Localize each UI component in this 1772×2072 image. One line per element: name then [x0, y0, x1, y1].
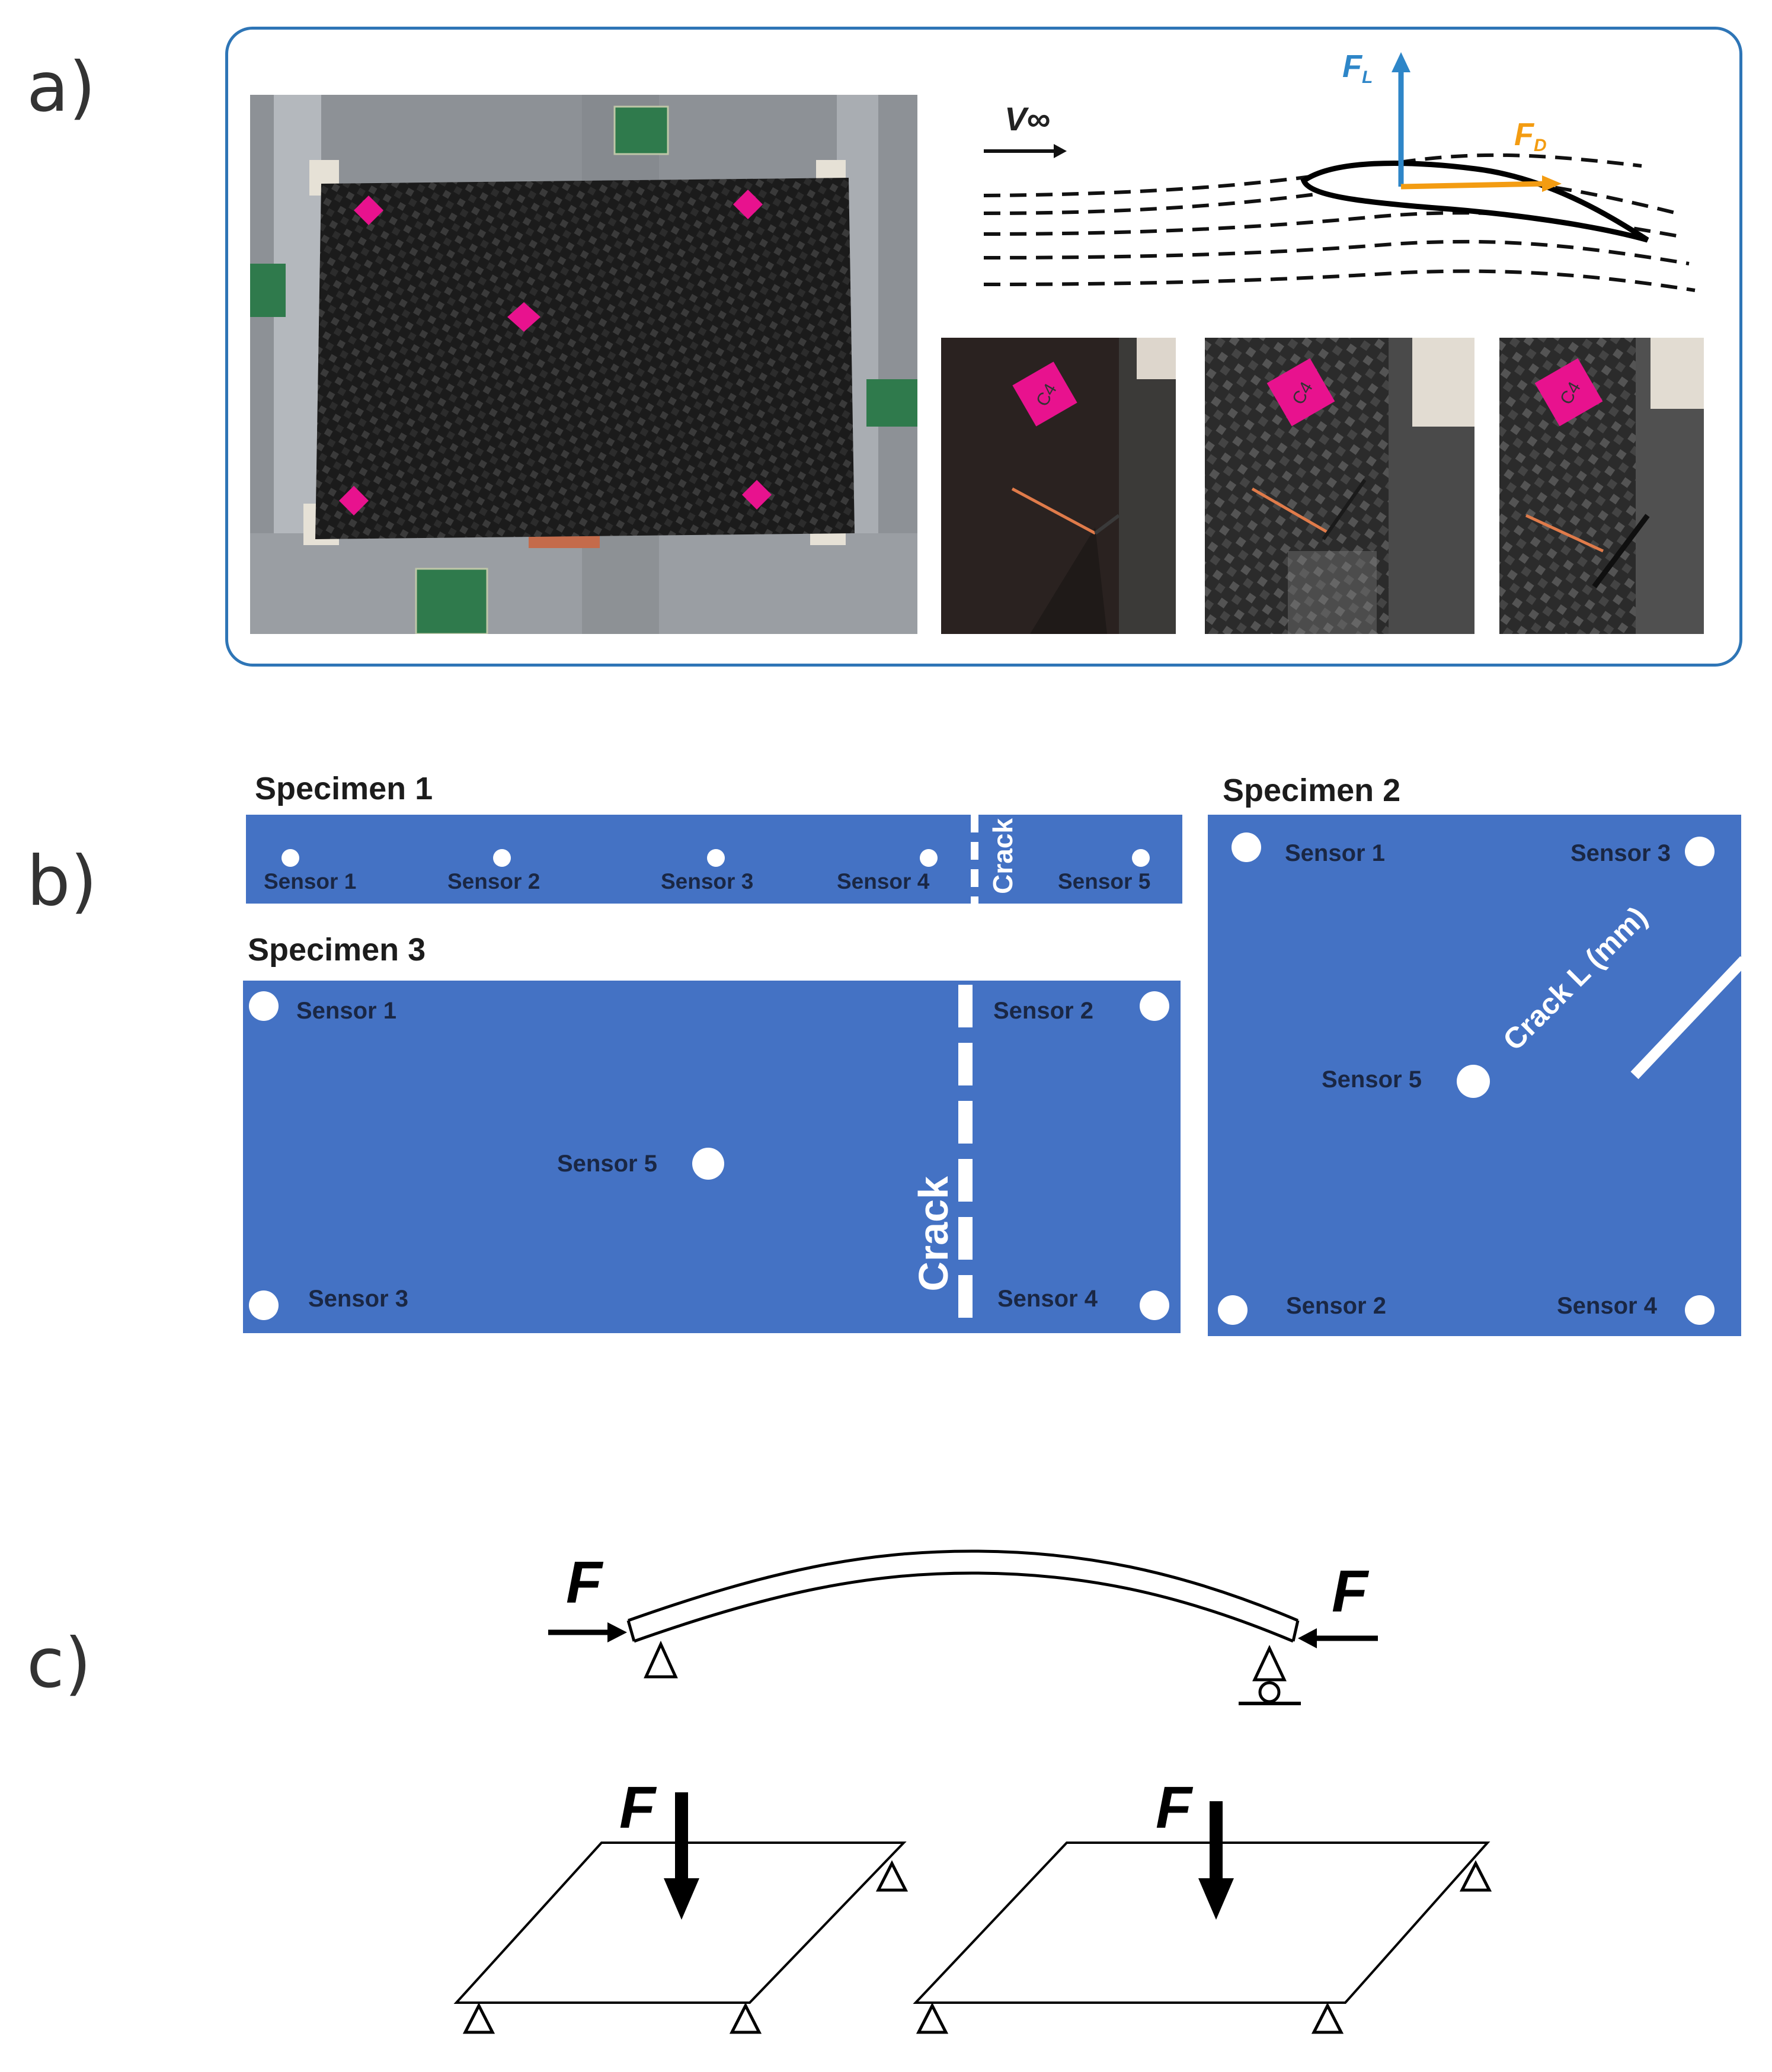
- specimen-3-title: Specimen 3: [248, 932, 426, 968]
- specimen-1-sensor-2-dot: [493, 849, 511, 867]
- panel-label-a: a): [27, 47, 96, 127]
- plate-left: [453, 1842, 907, 2004]
- v-infinity-label: V∞: [1005, 100, 1050, 137]
- airfoil-diagram: V∞ FL FD: [983, 49, 1696, 292]
- buckling-beam: [626, 1549, 1300, 1643]
- support-left-plate-bl: [462, 2002, 495, 2034]
- streamline: [983, 211, 1684, 239]
- specimen-2-sensor-4-label: Sensor 4: [1557, 1293, 1657, 1319]
- specimen-2-sensor-2-label: Sensor 2: [1286, 1293, 1386, 1319]
- force-label-right: F: [1332, 1558, 1370, 1625]
- specimen-2-title: Specimen 2: [1223, 773, 1401, 808]
- specimen-1-sensor-5-dot: [1132, 849, 1150, 867]
- support-left-plate-tr: [875, 1860, 909, 1892]
- pin-support-left: [644, 1640, 678, 1679]
- panel-label-c: c): [27, 1623, 92, 1703]
- specimen-2-sensor-3-dot: [1685, 837, 1715, 866]
- specimen-1-crack-line: [971, 815, 978, 904]
- specimen-1-sensor-5-label: Sensor 5: [1058, 869, 1151, 894]
- force-label-right-plate: F: [1156, 1775, 1194, 1841]
- specimen-3-sensor-5-dot: [692, 1148, 724, 1180]
- force-label-left-plate: F: [619, 1775, 657, 1841]
- crack-photo-2: C4: [1205, 338, 1474, 634]
- support-left-plate-br: [729, 2002, 762, 2034]
- streamline: [983, 269, 1696, 292]
- streamline: [983, 239, 1690, 265]
- lift-label: FL: [1342, 49, 1373, 87]
- specimen-1-title: Specimen 1: [255, 771, 433, 806]
- airfoil-shape: [1300, 160, 1649, 243]
- panel-label-b: b): [27, 841, 97, 921]
- specimen-1-sensor-4-dot: [920, 849, 938, 867]
- support-right-plate-tr: [1459, 1860, 1492, 1892]
- crack-photo-1: C4: [941, 338, 1176, 634]
- panel-a-frame: [225, 27, 1742, 667]
- test-rig-photo: [250, 95, 917, 634]
- crack-photo-3: C4: [1499, 338, 1704, 634]
- support-right-plate-bl: [916, 2002, 949, 2034]
- specimen-3-sensor-2-dot: [1140, 991, 1169, 1021]
- specimen-3-sensor-5-label: Sensor 5: [557, 1151, 657, 1177]
- specimen-1-sensor-2-label: Sensor 2: [447, 869, 540, 894]
- drag-label: FD: [1514, 117, 1547, 155]
- specimen-2-sensor-5-dot: [1457, 1065, 1490, 1098]
- force-label-left: F: [566, 1549, 604, 1616]
- plate-right: [913, 1842, 1490, 2004]
- specimen-1-sensor-3-label: Sensor 3: [661, 869, 754, 894]
- specimen-3-sensor-4-dot: [1140, 1290, 1169, 1320]
- specimen-2-sensor-1-dot: [1232, 832, 1261, 862]
- specimen-3-sensor-4-label: Sensor 4: [997, 1286, 1098, 1312]
- specimen-2-sensor-1-label: Sensor 1: [1285, 840, 1385, 866]
- streamline: [983, 177, 1678, 215]
- panel-c-load-diagrams: F F F F: [453, 1549, 1492, 2034]
- specimen-2-sensor-2-dot: [1218, 1295, 1248, 1325]
- specimen-1-sensor-4-label: Sensor 4: [837, 869, 930, 894]
- specimen-1-crack-label: Crack: [987, 818, 1018, 894]
- specimen-1-sensor-3-dot: [707, 849, 725, 867]
- specimen-1-sensor-1-dot: [282, 849, 299, 867]
- specimen-2-sensor-3-label: Sensor 3: [1571, 840, 1671, 866]
- specimen-1-sensor-1-label: Sensor 1: [264, 869, 357, 894]
- specimen-2-sensor-5-label: Sensor 5: [1322, 1067, 1422, 1093]
- specimen-2-crack-line: [1630, 956, 1741, 1080]
- roller-support-right: [1252, 1645, 1287, 1682]
- specimen-3-sensor-3-label: Sensor 3: [308, 1286, 408, 1312]
- specimen-3-sensor-3-dot: [249, 1290, 279, 1320]
- specimen-3-sensor-1-dot: [249, 991, 279, 1021]
- specimen-3-crack-line: [958, 985, 973, 1318]
- drag-arrow: [1400, 181, 1547, 190]
- specimen-3-sensor-1-label: Sensor 1: [296, 998, 396, 1024]
- specimen-2-sensor-4-dot: [1685, 1295, 1715, 1325]
- specimen-3-crack-label: Crack: [910, 1176, 957, 1292]
- specimen-3-sensor-2-label: Sensor 2: [993, 998, 1093, 1024]
- support-right-plate-br: [1311, 2002, 1344, 2034]
